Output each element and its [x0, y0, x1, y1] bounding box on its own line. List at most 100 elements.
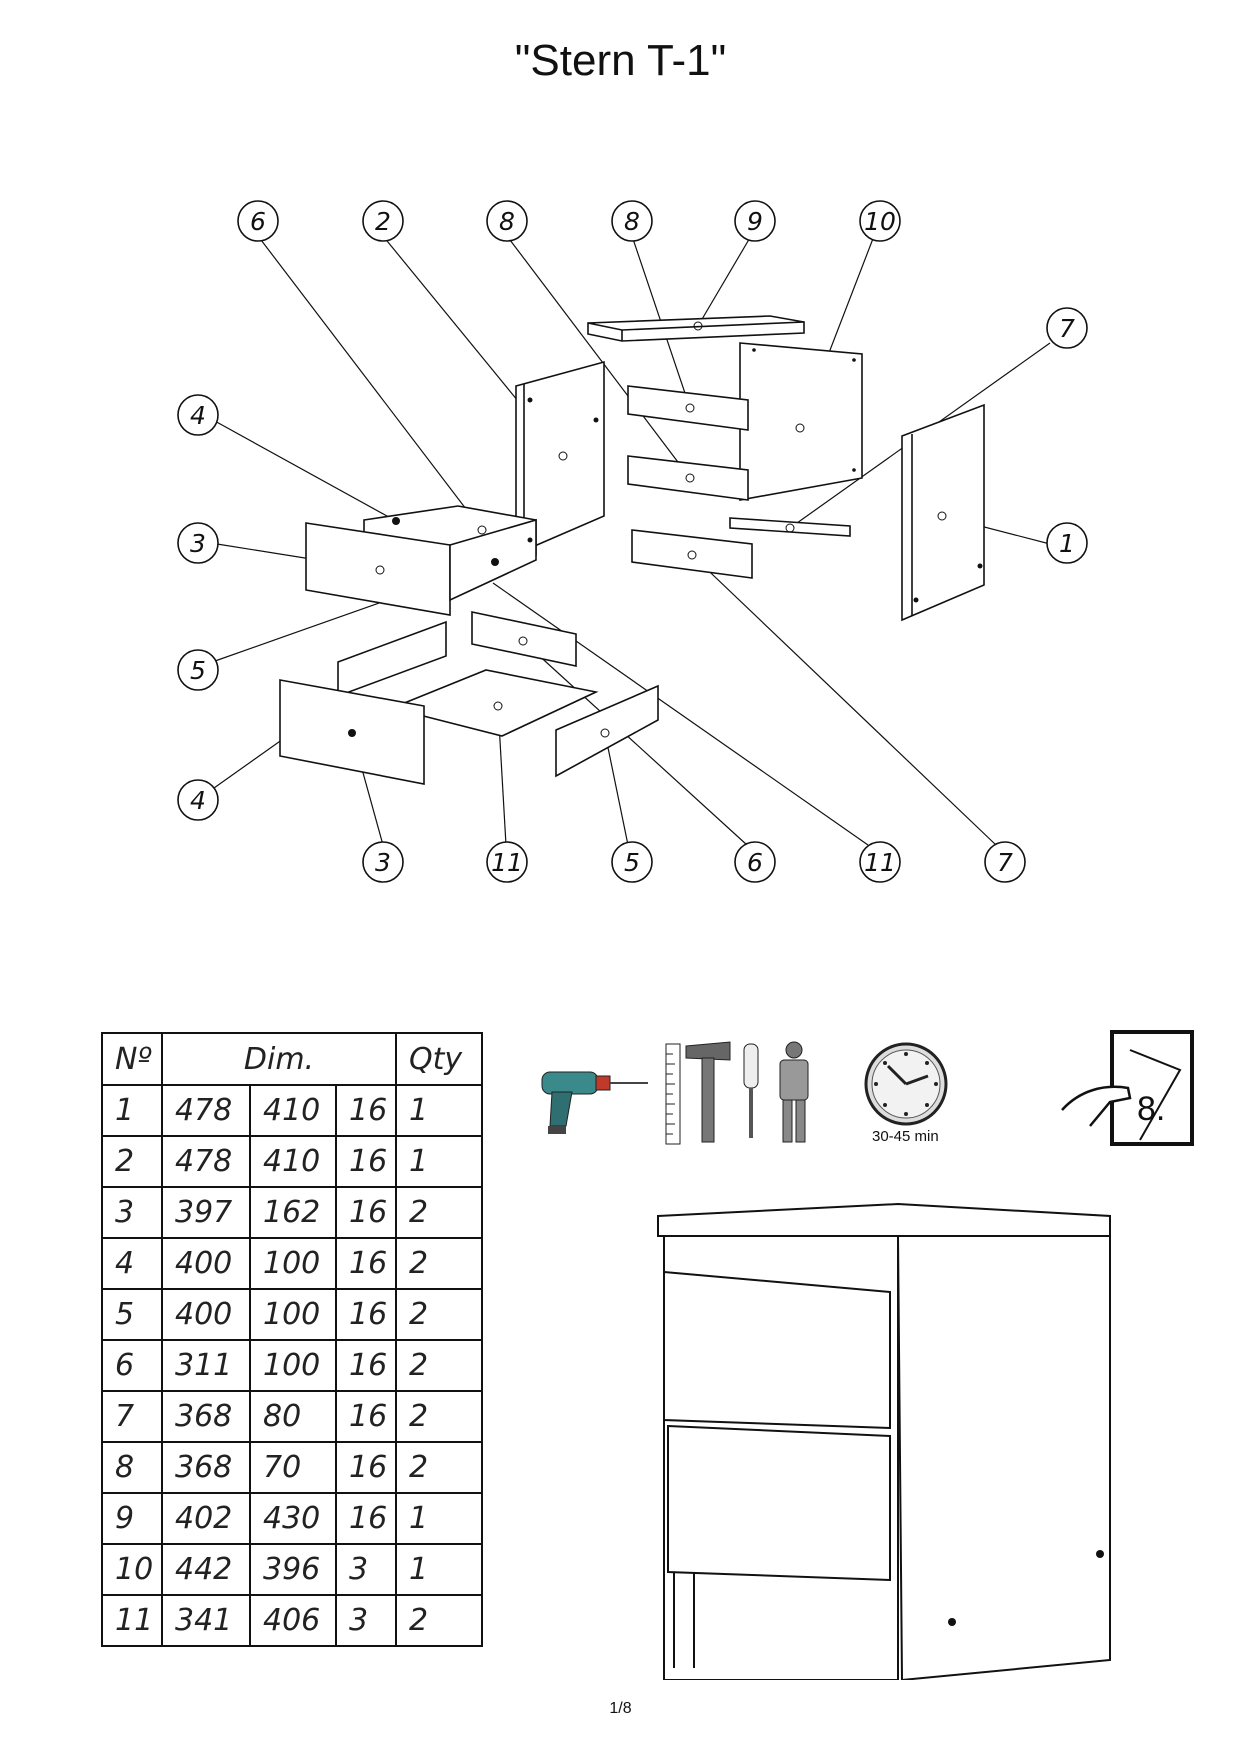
cell-width: 410: [249, 1084, 337, 1137]
cell-width: 80: [249, 1390, 337, 1443]
cell-thickness: 16: [335, 1492, 397, 1545]
cell-quantity: 1: [395, 1084, 483, 1137]
cell-number: 6: [101, 1339, 163, 1392]
cell-quantity: 1: [395, 1543, 483, 1596]
assembly-time: 30-45 min: [872, 1128, 939, 1145]
cell-number: 5: [101, 1288, 163, 1341]
cell-thickness: 16: [335, 1339, 397, 1392]
screwdriver-icon: [743, 1043, 759, 1138]
cell-length: 400: [161, 1288, 251, 1341]
cell-thickness: 16: [335, 1186, 397, 1239]
cell-quantity: 2: [395, 1441, 483, 1494]
cell-thickness: 16: [335, 1135, 397, 1188]
steps-count: 8.: [1137, 1090, 1166, 1128]
cell-thickness: 3: [335, 1594, 397, 1647]
cell-length: 400: [161, 1237, 251, 1290]
callout-label: 5: [624, 848, 640, 877]
cell-width: 396: [249, 1543, 337, 1596]
cell-thickness: 16: [335, 1288, 397, 1341]
cell-quantity: 2: [395, 1186, 483, 1239]
cell-quantity: 1: [395, 1135, 483, 1188]
cell-thickness: 16: [335, 1084, 397, 1137]
cell-quantity: 2: [395, 1390, 483, 1443]
cell-length: 341: [161, 1594, 251, 1647]
cell-length: 478: [161, 1084, 251, 1137]
cell-quantity: 2: [395, 1237, 483, 1290]
header-dimensions: Dim.: [161, 1032, 397, 1086]
cell-number: 1: [101, 1084, 163, 1137]
page-turn-icon: [1061, 1030, 1194, 1146]
callout-label: 1: [1059, 529, 1075, 558]
cell-quantity: 1: [395, 1492, 483, 1545]
exploded-diagram: 6 2 8 8 9 10 7 4 3 1 5 4 3 11 5 6 11 7: [177, 200, 1088, 883]
cell-number: 7: [101, 1390, 163, 1443]
cell-length: 402: [161, 1492, 251, 1545]
callout-label: 4: [190, 786, 206, 815]
cell-quantity: 2: [395, 1339, 483, 1392]
tools-strip: [541, 1030, 1194, 1146]
callout-label: 3: [190, 529, 206, 558]
callout-label: 6: [747, 848, 763, 877]
cell-number: 11: [101, 1594, 163, 1647]
panels: [279, 315, 985, 785]
cell-width: 100: [249, 1288, 337, 1341]
cell-number: 4: [101, 1237, 163, 1290]
callout-label: 11: [491, 848, 523, 877]
header-quantity: Qty: [395, 1032, 483, 1086]
header-number: Nº: [101, 1032, 163, 1086]
callout-label: 8: [624, 207, 640, 236]
callout-label: 5: [190, 656, 206, 685]
table-header-row: Nº Dim. Qty: [101, 1032, 483, 1086]
callout-label: 7: [1059, 314, 1075, 343]
cell-width: 410: [249, 1135, 337, 1188]
callout-label: 8: [499, 207, 515, 236]
cell-width: 100: [249, 1237, 337, 1290]
cell-number: 2: [101, 1135, 163, 1188]
hammer-icon: [685, 1041, 731, 1143]
callout-label: 2: [375, 207, 391, 236]
callout-label: 11: [864, 848, 896, 877]
cell-thickness: 16: [335, 1441, 397, 1494]
cell-width: 430: [249, 1492, 337, 1545]
cell-width: 100: [249, 1339, 337, 1392]
callout-label: 7: [997, 848, 1013, 877]
cell-number: 9: [101, 1492, 163, 1545]
callout-label: 4: [190, 401, 206, 430]
panel-holes: [348, 348, 983, 737]
callout-label: 6: [250, 207, 266, 236]
page-number: 1/8: [609, 1700, 632, 1717]
cell-length: 442: [161, 1543, 251, 1596]
cell-thickness: 16: [335, 1390, 397, 1443]
cell-width: 162: [249, 1186, 337, 1239]
cell-length: 368: [161, 1390, 251, 1443]
cell-length: 478: [161, 1135, 251, 1188]
assembled-nightstand: [657, 1202, 1111, 1680]
callout-label: 3: [375, 848, 391, 877]
cell-number: 3: [101, 1186, 163, 1239]
callout-label: 10: [864, 207, 896, 236]
cell-length: 368: [161, 1441, 251, 1494]
clock-icon: [864, 1042, 948, 1126]
cell-number: 8: [101, 1441, 163, 1494]
cell-quantity: 2: [395, 1288, 483, 1341]
cell-width: 406: [249, 1594, 337, 1647]
cell-number: 10: [101, 1543, 163, 1596]
document-title: "Stern T-1": [514, 36, 727, 85]
callout-labels: 6 2 8 8 9 10 7 4 3 1 5 4 3 11 5 6 11 7: [190, 207, 1075, 877]
cell-thickness: 16: [335, 1237, 397, 1290]
cell-width: 70: [249, 1441, 337, 1494]
cell-quantity: 2: [395, 1594, 483, 1647]
person-icon: [779, 1041, 809, 1143]
callout-circles: [177, 200, 1088, 883]
